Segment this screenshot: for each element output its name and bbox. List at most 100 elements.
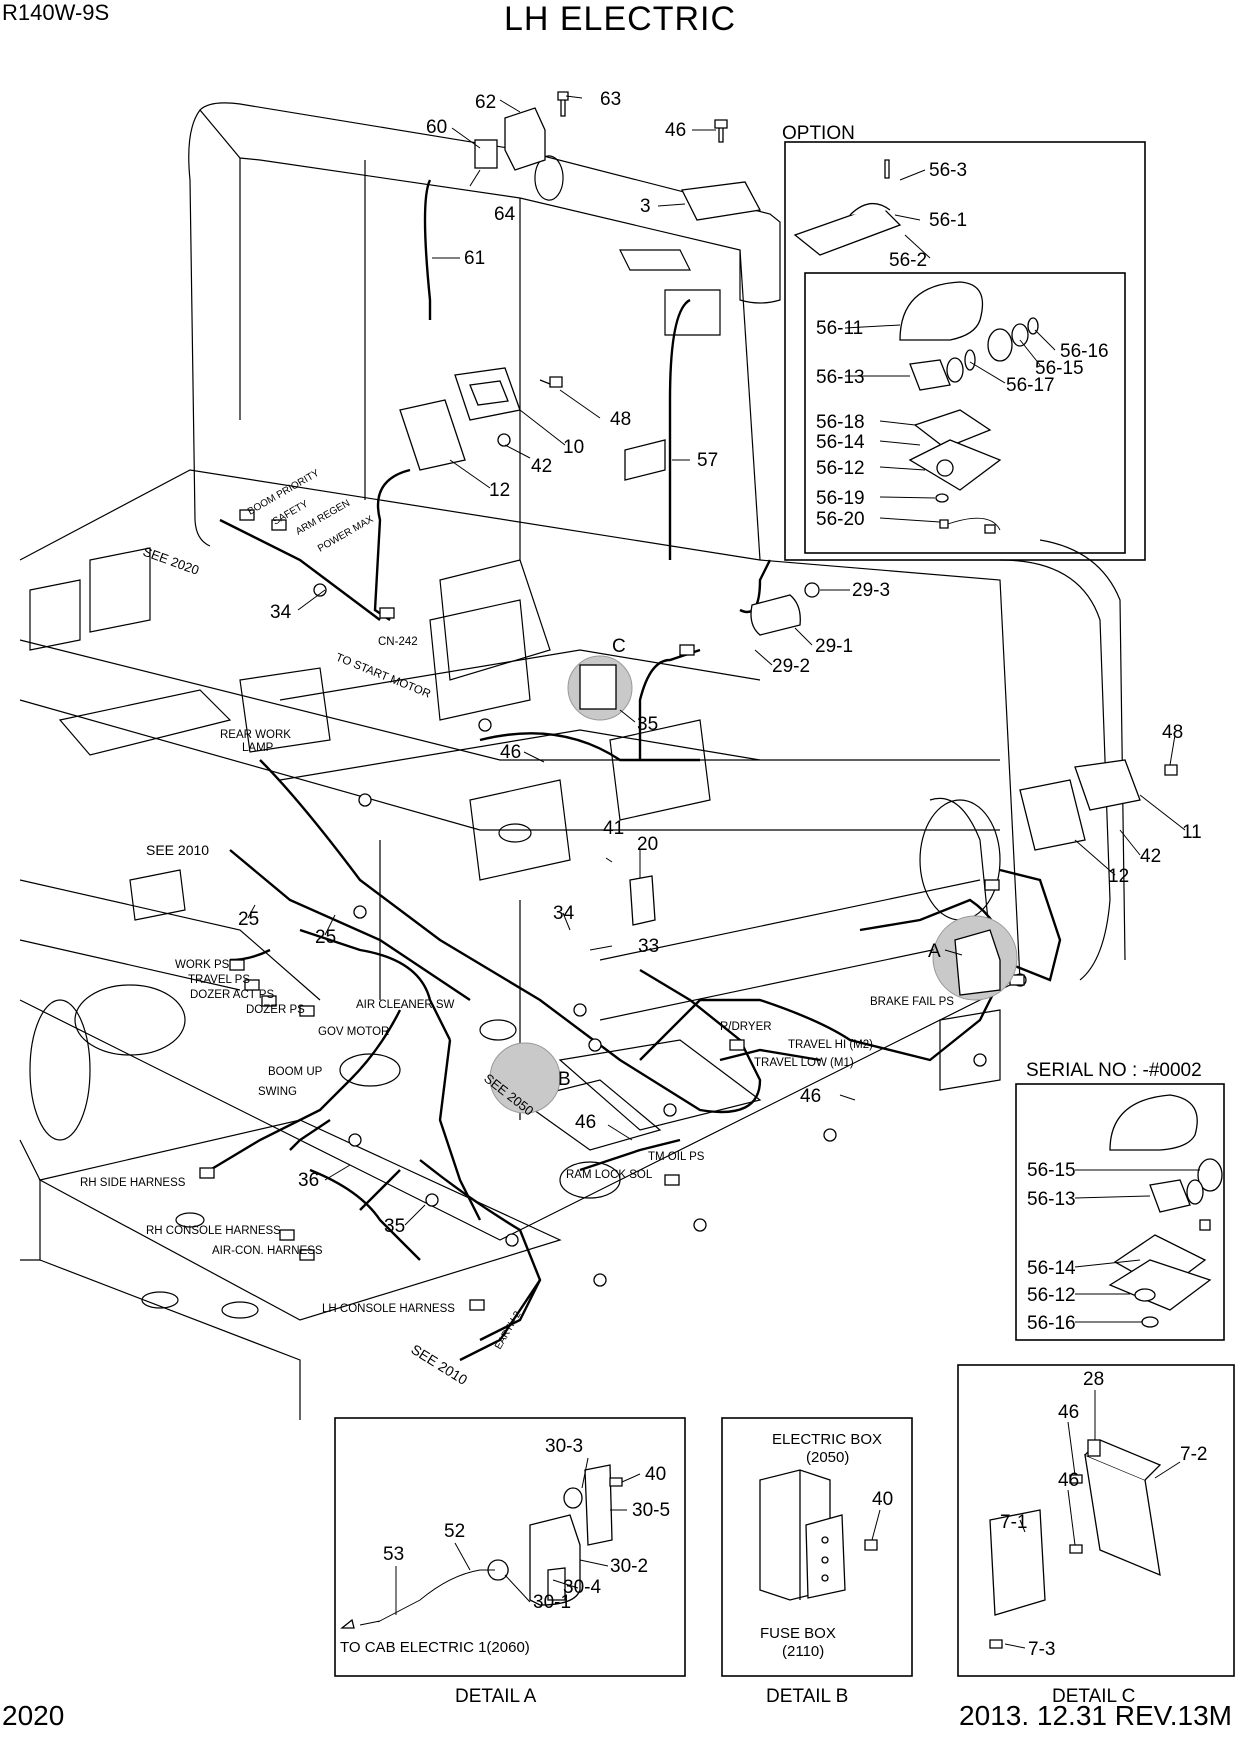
detail-c-part-7-3: 7-3 [1028,1639,1055,1660]
label-gov-motor: GOV MOTOR [318,1026,389,1038]
detail-a-part-53: 53 [383,1544,404,1565]
label-cn-242: CN-242 [378,636,418,648]
callout-46-lower: 46 [575,1112,596,1133]
callout-29-1: 29-1 [815,636,853,657]
label-start-motor: TO START MOTOR [334,652,432,701]
callout-numbers: 62 63 60 64 61 46 3 57 48 10 42 12 34 29… [238,89,1207,1660]
callout-48-left: 48 [610,409,631,430]
label-tm-oil-ps: TM OIL PS [648,1151,705,1163]
fuse-box-label: FUSE BOX [760,1625,836,1642]
serial-title: SERIAL NO : -#0002 [1026,1060,1202,1081]
detail-c-part-7-2: 7-2 [1180,1444,1207,1465]
detail-a-caption: DETAIL A [455,1686,537,1707]
option-part-56-13: 56-13 [816,367,865,388]
option-part-56-2: 56-2 [889,250,927,271]
option-part-56-14: 56-14 [816,432,865,453]
option-part-56-11: 56-11 [816,318,863,339]
callout-60: 60 [426,117,447,138]
option-part-56-12: 56-12 [816,458,865,479]
callout-35-top: 35 [637,714,658,735]
option-frame [784,141,1146,561]
callout-46-mid: 46 [500,742,521,763]
page-title: LH ELECTRIC [503,0,737,38]
callout-29-3: 29-3 [852,580,890,601]
callout-57: 57 [697,450,718,471]
callout-11: 11 [1182,822,1202,843]
detail-a-part-30-2: 30-2 [610,1556,648,1577]
serial-part-56-12: 56-12 [1027,1285,1076,1306]
option-part-56-16: 56-16 [1060,341,1109,362]
label-lh-console-harness: LH CONSOLE HARNESS [322,1303,455,1315]
callout-41: 41 [603,818,624,839]
wire-harness [209,179,1062,1362]
callout-3: 3 [640,196,651,217]
callout-34-mid: 34 [553,903,575,924]
label-dozer-act-ps: DOZER ACT PS [190,989,274,1001]
detail-c-part-7-1: 7-1 [1000,1512,1027,1533]
fuse-box-ref: (2110) [782,1643,824,1660]
detail-c-part-46-top: 46 [1058,1402,1079,1423]
detail-c: DETAIL C [957,1364,1235,1707]
callout-12-left: 12 [489,480,510,501]
detail-b-caption: DETAIL B [766,1686,848,1707]
label-travel-ps: TRAVEL PS [188,974,250,986]
serial-part-56-15: 56-15 [1027,1160,1076,1181]
label-rh-console-harness: RH CONSOLE HARNESS [146,1225,281,1237]
callout-63: 63 [600,89,621,110]
label-swing: SWING [258,1086,297,1098]
option-detail: OPTION [782,123,1146,561]
callout-10: 10 [563,437,584,458]
model-number: R140W-9S [2,0,110,25]
callout-leaders [247,95,1200,1649]
label-work-ps: WORK PS [175,959,230,971]
chassis-linework [19,102,1126,1420]
callout-62: 62 [475,92,496,113]
detail-a-part-40: 40 [645,1464,666,1485]
label-boom-up: BOOM UP [268,1066,323,1078]
detail-a-part-30-4: 30-4 [563,1577,601,1598]
callout-34-top: 34 [270,602,292,623]
callout-29-2: 29-2 [772,656,810,677]
callout-33: 33 [638,936,659,957]
serial-part-56-16: 56-16 [1027,1313,1076,1334]
callout-25-left: 25 [238,909,259,930]
callout-64: 64 [494,204,516,225]
callout-36: 36 [298,1170,319,1191]
callout-46-right: 46 [800,1086,821,1107]
label-travel-low: TRAVEL LOW (M1) [754,1057,854,1069]
detail-a-part-30-3: 30-3 [545,1436,583,1457]
detail-b-frame [721,1417,913,1677]
option-part-56-20: 56-20 [816,509,865,530]
option-part-56-3: 56-3 [929,160,967,181]
option-part-56-17: 56-17 [1006,375,1055,396]
option-title: OPTION [782,123,855,144]
callout-12-right: 12 [1108,866,1129,887]
option-part-56-1: 56-1 [929,210,967,231]
detail-a-frame [334,1417,686,1677]
serial-part-56-13: 56-13 [1027,1189,1076,1210]
option-part-56-18: 56-18 [816,412,865,433]
option-part-56-15: 56-15 [1035,358,1084,379]
label-rear-work-lamp-2: LAMP [242,742,274,754]
detail-b: ELECTRIC BOX (2050) FUSE BOX (2110) DETA… [721,1417,913,1707]
page-number: 2020 [2,1700,65,1731]
label-air-cleaner-sw: AIR CLEANER SW [356,999,455,1011]
detail-a: TO CAB ELECTRIC 1(2060) DETAIL A [334,1417,686,1707]
detail-a-part-30-5: 30-5 [632,1500,670,1521]
callout-48-right: 48 [1162,722,1183,743]
option-part-56-19: 56-19 [816,488,865,509]
callout-a: A [928,941,941,962]
callout-46-top: 46 [665,120,686,141]
electric-box-ref: (2050) [806,1449,849,1466]
label-see-2010-b: SEE 2010 [408,1341,470,1388]
harness-labels: SEE 2020 CN-242 TO START MOTOR REAR WORK… [80,468,954,1388]
electric-box-label: ELECTRIC BOX [772,1431,882,1448]
label-rh-side-harness: RH SIDE HARNESS [80,1177,186,1189]
revision-date: 2013. 12.31 REV.13M [959,1700,1232,1731]
callout-61: 61 [464,248,485,269]
serial-detail: SERIAL NO : -#0002 [1015,1060,1225,1341]
label-r-dryer: R/DRYER [720,1021,772,1033]
label-see-2010-a: SEE 2010 [146,842,209,858]
detail-c-frame [957,1364,1235,1677]
